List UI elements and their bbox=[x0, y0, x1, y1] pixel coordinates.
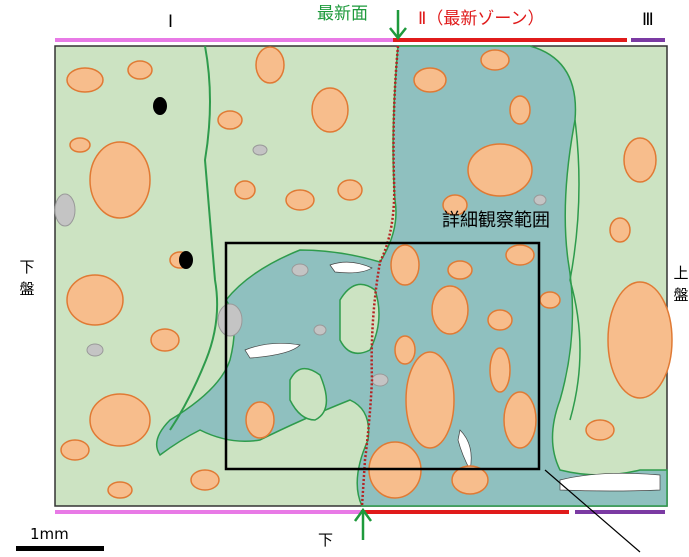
latest-surface-label: 最新面 bbox=[317, 4, 368, 24]
detail-observation-box bbox=[224, 241, 541, 471]
zone3-label: Ⅲ bbox=[642, 10, 654, 30]
fracture-1 bbox=[244, 343, 301, 359]
zone2-label: Ⅱ（最新ゾーン） bbox=[418, 9, 545, 29]
black-grain-1 bbox=[153, 97, 167, 115]
zone3-top-bar bbox=[631, 38, 665, 42]
zone2-top-bar bbox=[393, 38, 627, 42]
zone2-bottom-bar bbox=[361, 510, 569, 514]
bottom-direction-label: 下 bbox=[318, 531, 334, 549]
vein-left bbox=[169, 45, 219, 431]
scale-bar bbox=[16, 546, 104, 551]
matrix-lens bbox=[289, 367, 328, 421]
zone1-top-bar bbox=[55, 38, 393, 42]
detail-area-label: 詳細観察範囲 bbox=[442, 210, 550, 231]
gray-clasts bbox=[54, 144, 547, 387]
detail-leader-line bbox=[544, 469, 641, 553]
vein-right bbox=[569, 119, 581, 421]
hangingwall-label: 上 盤 bbox=[673, 264, 689, 304]
arrow-bottom bbox=[353, 507, 373, 540]
footwall-label: 下 盤 bbox=[19, 258, 35, 298]
zone1-bottom-bar bbox=[55, 510, 361, 514]
zone1-label: Ⅰ bbox=[168, 12, 174, 32]
fracture-2 bbox=[329, 261, 373, 274]
arrow-top bbox=[389, 10, 407, 41]
zone3-bottom-bar bbox=[575, 510, 665, 514]
black-grain-2 bbox=[179, 251, 193, 269]
scale-bar-label: 1mm bbox=[30, 525, 69, 543]
matrix-island bbox=[339, 283, 380, 355]
thin-section-panel bbox=[54, 45, 673, 507]
fracture-3 bbox=[559, 472, 661, 492]
